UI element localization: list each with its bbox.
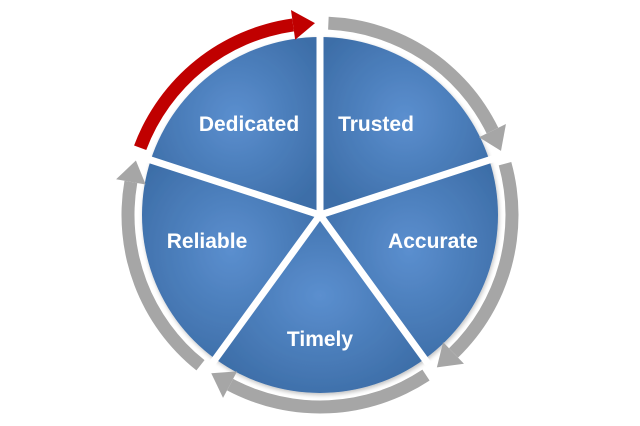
separator-line <box>317 212 431 366</box>
arrow-trusted-to-accurate <box>328 16 506 151</box>
arrow-shaft <box>121 180 205 371</box>
arrow-shaft <box>328 16 499 134</box>
separator-line <box>143 154 322 219</box>
arrow-dedicated-to-trusted <box>134 10 315 151</box>
segment-reliable <box>141 159 320 360</box>
segment-separators <box>143 31 497 366</box>
separator-line <box>318 154 497 219</box>
arrow-shaft <box>449 161 519 358</box>
arrow-shaft <box>227 369 430 414</box>
label-trusted: Trusted <box>338 113 414 136</box>
arrow-head <box>478 124 506 151</box>
separator-line <box>209 212 323 366</box>
arrow-head <box>211 371 238 398</box>
arrow-accurate-to-timely <box>436 161 519 368</box>
cycle-arrows <box>116 10 519 414</box>
arrow-reliable-to-dedicated <box>116 160 205 371</box>
label-dedicated: Dedicated <box>199 113 299 136</box>
segment-timely <box>215 215 425 394</box>
arrow-head <box>116 160 146 185</box>
arrow-shaft <box>134 18 294 151</box>
arrow-timely-to-reliable <box>211 369 430 414</box>
label-accurate: Accurate <box>388 230 478 253</box>
arrow-head <box>436 342 464 368</box>
segment-labels: Trusted Accurate Timely Reliable Dedicat… <box>167 113 478 351</box>
label-reliable: Reliable <box>167 230 248 253</box>
arrow-head <box>290 10 315 40</box>
label-timely: Timely <box>287 328 353 351</box>
segment-accurate <box>320 159 498 360</box>
